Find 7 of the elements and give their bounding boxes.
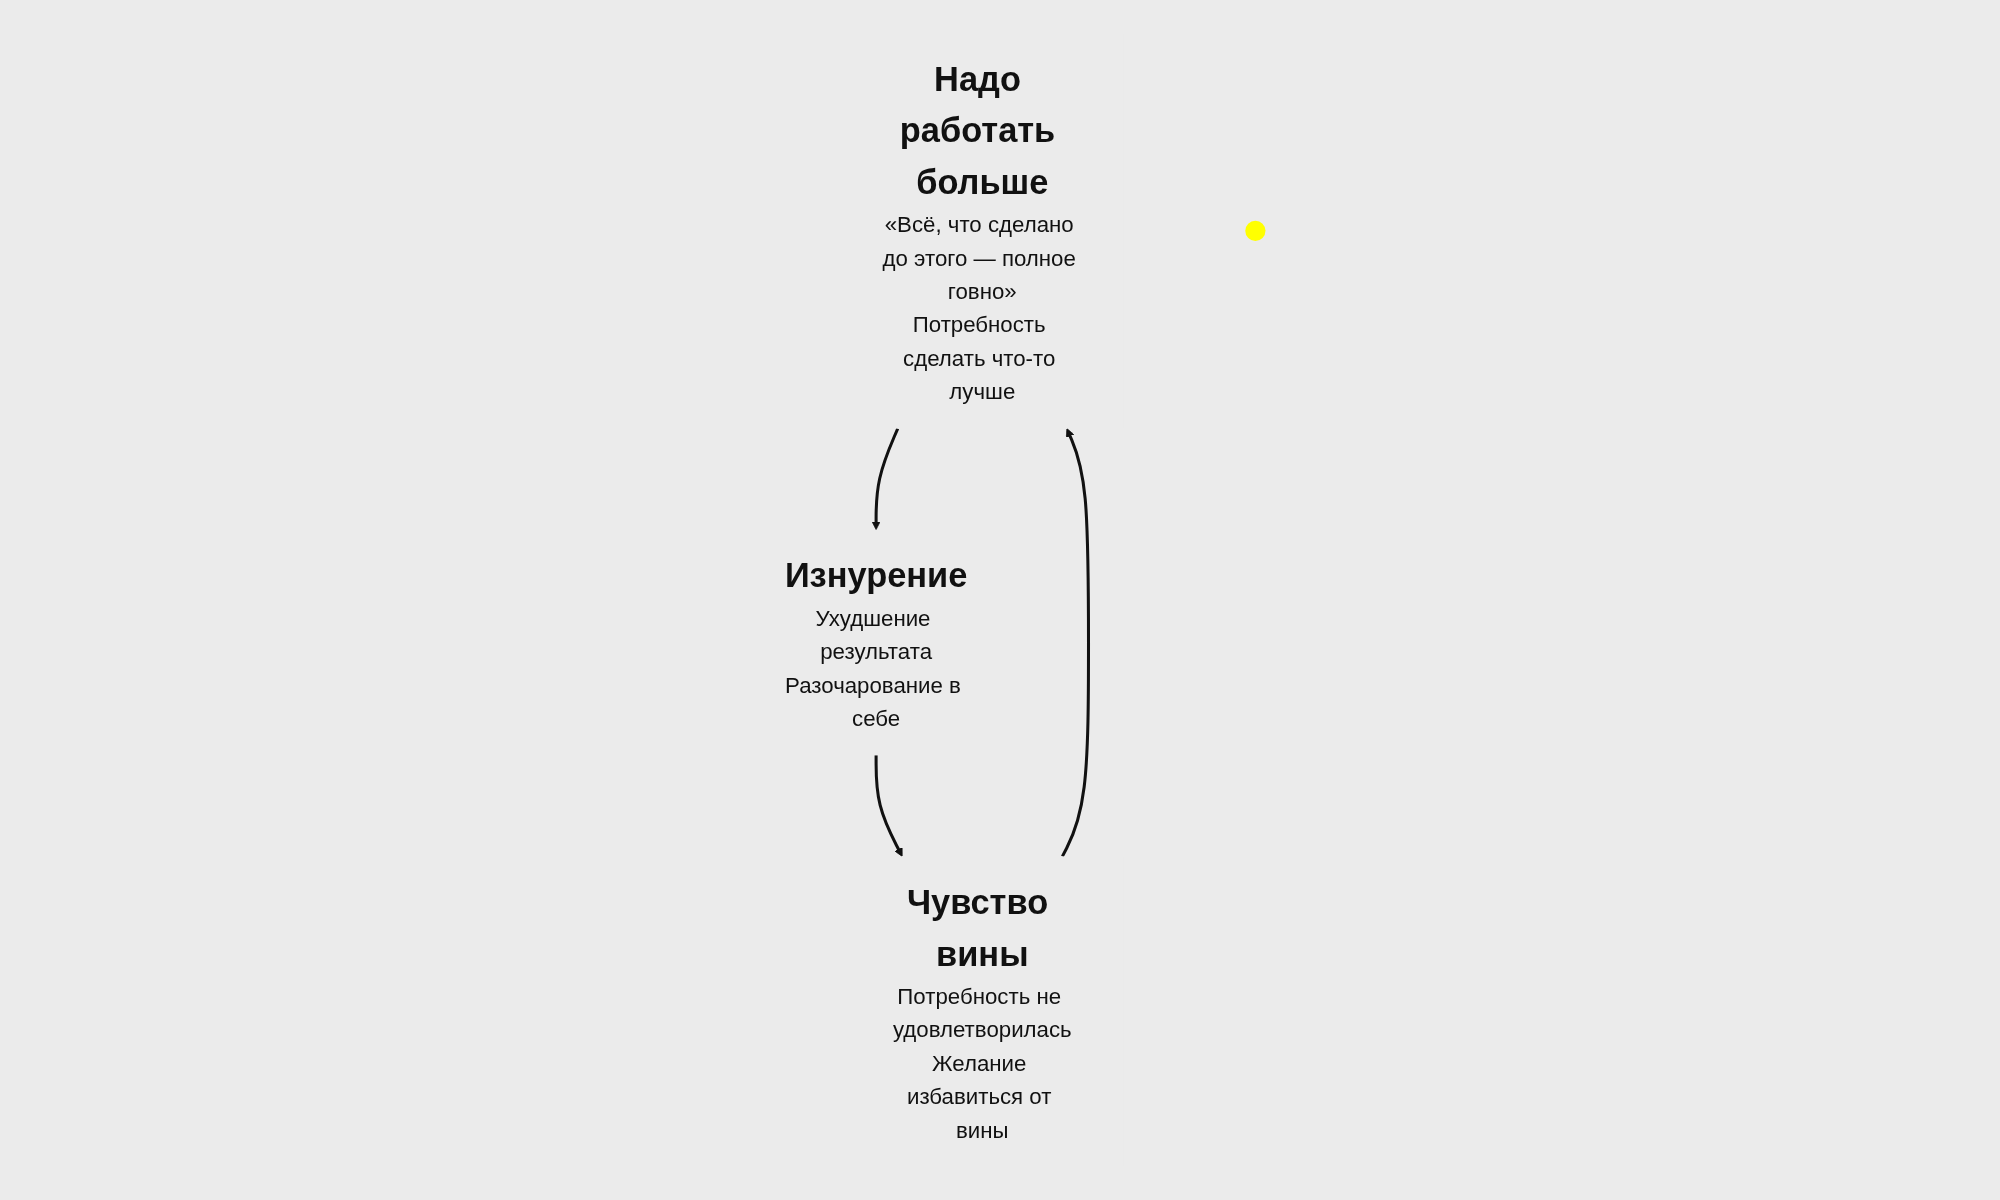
arrow xyxy=(871,427,900,531)
node-text: Изнурение Ухудшение результата Разочарование в себе xyxy=(784,556,968,731)
node-text: Надо работать больше «Всё, что сделано до этого — полное говно» Потребность сделать что-то лучше xyxy=(882,59,1076,405)
node-text: Чувство вины Потребность не удовлетворилась Желание избавиться от вины xyxy=(892,882,1072,1143)
arrow xyxy=(1061,428,1090,858)
node-circle xyxy=(1245,220,1266,241)
arrow xyxy=(874,755,903,857)
